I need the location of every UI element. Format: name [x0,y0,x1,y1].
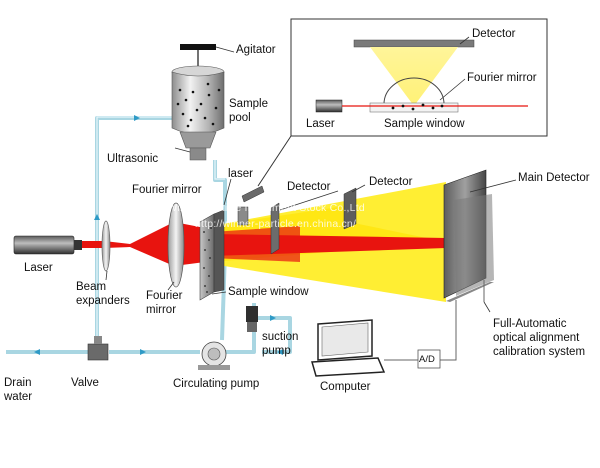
sample-window-cell [199,209,225,301]
detector-small-1 [270,202,280,255]
sample-pool [171,65,225,161]
inset-box [257,18,548,187]
laser-source [13,235,82,255]
auxiliary-laser [237,185,265,226]
suction-pump-label-1: suction [262,331,299,343]
inset-detector-label: Detector [472,28,516,40]
flow-arrows [34,115,283,355]
watermark-line-2: http://winner-particle.en.china.cn/ [195,218,357,230]
fourier-mirror-bottom-label-2: mirror [146,304,177,316]
scattered-light [212,182,446,302]
pipe-highlights [96,116,225,352]
drain-water-label-2: water [4,391,33,403]
beam-expanders-label-2: expanders [76,295,130,307]
fourier-mirror [167,202,185,288]
full-auto-label-1: Full-Automatic [493,318,567,330]
sample-pool-label-1: Sample [229,98,268,110]
main-detector-label: Main Detector [518,172,590,184]
sample-pool-label-2: pool [229,112,251,124]
detector-small-2 [343,187,357,230]
fourier-mirror-top-label: Fourier mirror [132,184,202,196]
inset-laser-label: Laser [306,118,335,130]
detector-2-label: Detector [369,176,413,188]
watermark-line-1: Jinan Winner Particle Instrument Stock C… [138,202,365,214]
sample-window-label: Sample window [228,286,309,298]
laser-beam [82,222,205,266]
detector-1-label: Detector [287,181,331,193]
laser-left-label: Laser [24,262,53,274]
ad-box [417,349,441,369]
fourier-mirror-bottom-label-1: Fourier [146,290,183,302]
valve-label: Valve [71,377,99,389]
inset-sample-window-label: Sample window [384,118,465,130]
laser-top-label: laser [228,168,253,180]
agitator-label: Agitator [236,44,276,56]
computer [311,319,386,377]
main-detector-panel [443,169,494,302]
computer-label: Computer [320,381,371,393]
full-auto-label-2: optical alignment [493,332,580,344]
suction-pump [246,306,258,332]
inset-fourier-mirror-label: Fourier mirror [467,72,537,84]
full-auto-label-3: calibration system [493,346,586,358]
valve [87,336,109,361]
beam-expanders-label-1: Beam [76,281,107,293]
ultrasonic-label: Ultrasonic [107,153,159,165]
circulating-pump-label: Circulating pump [173,378,260,390]
connection-lines [384,280,485,361]
drain-water-label-1: Drain [4,377,32,389]
ad-label: A/D [419,354,435,365]
beam-expander-lens [101,220,111,272]
circulating-pump [198,341,230,370]
suction-pump-label-2: pump [262,345,291,357]
leader-lines [105,36,517,313]
